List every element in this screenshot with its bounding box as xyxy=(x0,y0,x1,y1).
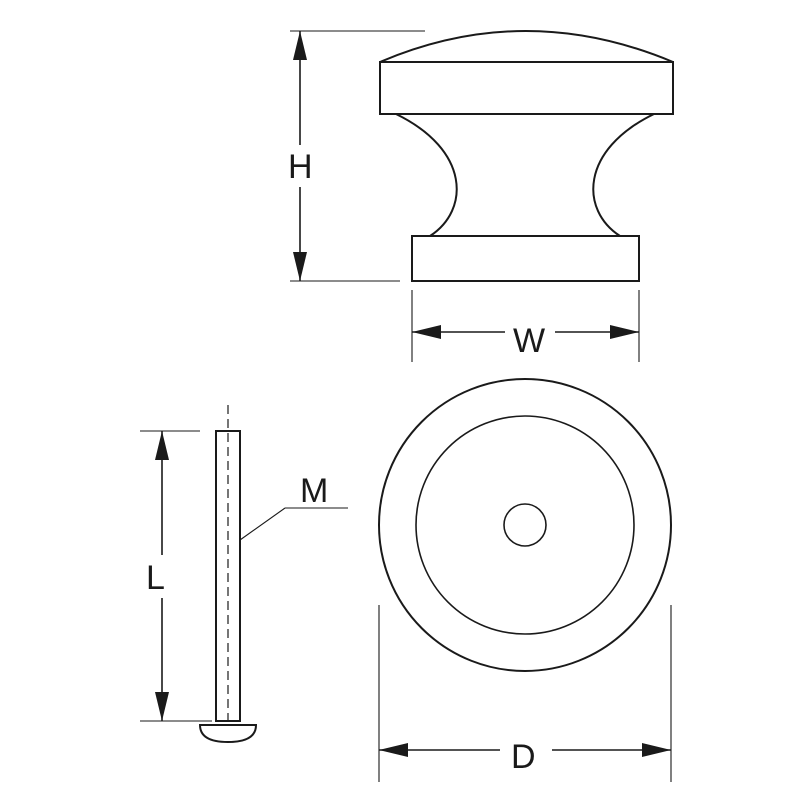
thread-dimension: M xyxy=(239,472,348,541)
knob-side-view xyxy=(379,30,674,282)
knob-cap xyxy=(379,61,674,115)
diameter-label: D xyxy=(511,738,536,776)
height-label: H xyxy=(288,148,313,186)
screw xyxy=(198,405,258,744)
diameter-dimension: D xyxy=(378,605,672,782)
thread-label: M xyxy=(300,472,328,510)
center-hole xyxy=(503,503,547,547)
height-dimension: H xyxy=(280,30,425,282)
width-label: W xyxy=(513,322,545,360)
knob-neck xyxy=(395,113,655,237)
knob-cap-dome xyxy=(379,30,674,63)
width-dimension: W xyxy=(411,290,640,362)
length-label: L xyxy=(146,559,165,597)
outer-circle xyxy=(378,378,672,672)
length-dimension: L xyxy=(140,430,212,722)
knob-top-view xyxy=(378,378,672,672)
screw-head xyxy=(198,724,258,744)
inner-circle xyxy=(415,415,635,635)
knob-base xyxy=(411,235,640,282)
